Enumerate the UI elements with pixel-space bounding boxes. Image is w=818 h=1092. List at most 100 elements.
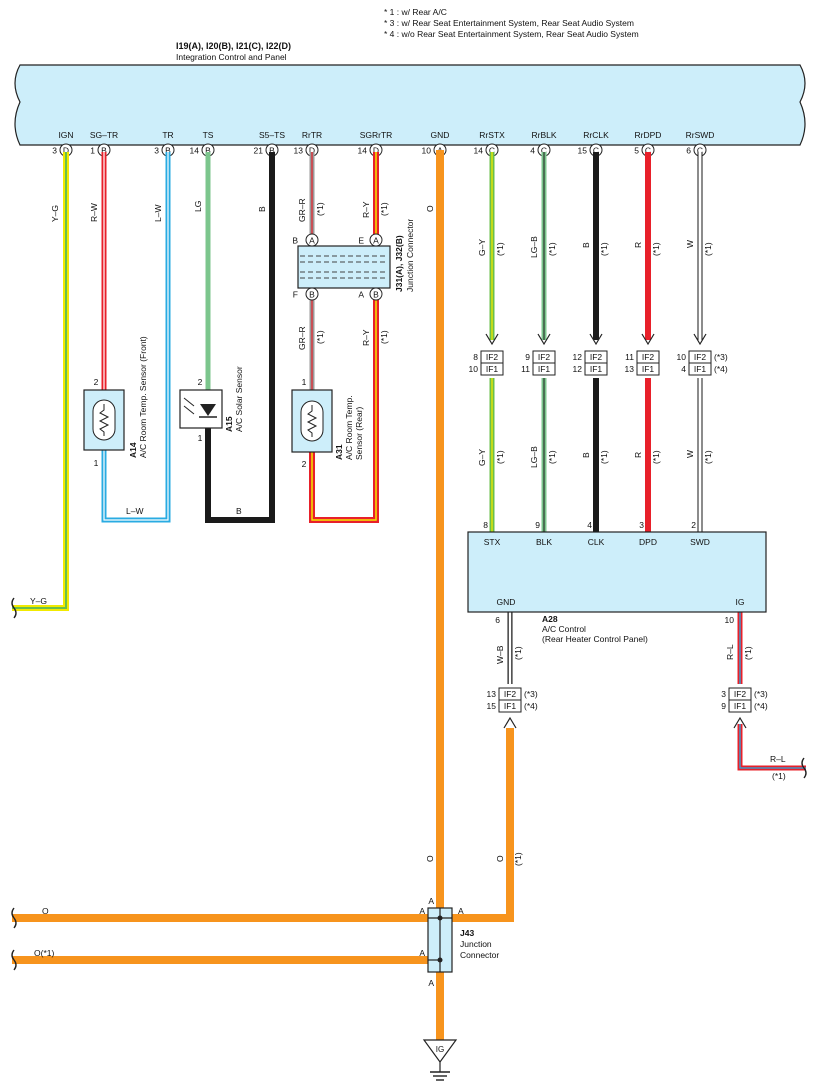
a28-pin-num: 4 (587, 520, 592, 530)
a28-name1: A/C Control (542, 624, 586, 634)
ecu-pin-label: RrCLK (583, 130, 609, 140)
arrow-down-icon (589, 333, 603, 346)
if1-pin-num: 13 (625, 364, 635, 374)
a31-code: A31 (334, 444, 344, 460)
if1-label: IF1 (538, 364, 551, 374)
if1-label: IF1 (642, 364, 655, 374)
label-o1-left: O(*1) (34, 948, 54, 958)
wire-o1-if (446, 728, 514, 922)
j31-bot-letter-2: A (358, 290, 364, 300)
diode-icon (200, 404, 216, 416)
a28-pin-num: 9 (535, 520, 540, 530)
j31-top-letter-1: B (292, 236, 298, 246)
label-star1-lgb-low: (*1) (547, 450, 557, 464)
if2-label: IF2 (642, 352, 655, 362)
ecu-pin-label: TR (162, 130, 173, 140)
ground-label: IG (436, 1045, 444, 1054)
label-r-w: R–W (89, 203, 99, 222)
note-3: * 3 : w/ Rear Seat Entertainment System,… (384, 18, 634, 28)
j43-pin-top: A (428, 896, 434, 906)
ecu-pin-num: 3 (52, 146, 57, 156)
if2-pin-num: 10 (677, 352, 687, 362)
label-gr-r-top: GR–R (297, 198, 307, 222)
label-l-w: L–W (153, 205, 163, 222)
a15-name: A/C Solar Sensor (234, 366, 244, 432)
j31-bot-letter-1: F (293, 290, 298, 300)
label-star1-gy: (*1) (495, 242, 505, 256)
if2-note-3: (*3) (754, 689, 768, 699)
ecu-pin-conn: B (269, 146, 275, 156)
a14-code: A14 (128, 442, 138, 458)
j43-pin-left2: A (419, 948, 425, 958)
label-star1-rl: (*1) (743, 646, 753, 660)
label-star1-grr: (*1) (315, 202, 325, 216)
label-gr-r-low: GR–R (297, 326, 307, 350)
if1-pin-num: 4 (681, 364, 686, 374)
a28-pin-label: STX (484, 537, 501, 547)
ecu-pin-label: TS (203, 130, 214, 140)
label-o-if: O (495, 855, 505, 862)
a14-p1: 2 (94, 377, 99, 387)
connector-arrows (485, 333, 747, 729)
a31-name2: Sensor (Rear) (354, 406, 364, 460)
j43-code: J43 (460, 928, 474, 938)
a28-code: A28 (542, 614, 558, 624)
ecu-pin-label: RrSWD (686, 130, 715, 140)
a28-pin-label: SWD (690, 537, 710, 547)
label-b-loop: B (236, 506, 242, 516)
if1-box (584, 362, 608, 376)
label-star1-o-if: (*1) (513, 852, 523, 866)
sensor-a15: 2 1 A15 A/C Solar Sensor (179, 366, 244, 443)
wire-y-g (12, 152, 69, 611)
if-connectors-upper: IF2IF1810IF2IF1911IF2IF11212IF2IF11113IF… (469, 350, 728, 376)
if1-box (498, 699, 522, 713)
if1-pin-num: 15 (487, 701, 497, 711)
label-star1-swd-low: (*1) (703, 450, 713, 464)
j43-pin-bot: A (428, 978, 434, 988)
if1-label: IF1 (486, 364, 499, 374)
ecu-pin-conn: D (63, 146, 69, 156)
ecu-top-code: I19(A), I20(B), I21(C), I22(D) (176, 41, 291, 51)
label-b: B (257, 206, 267, 212)
label-star1-ry: (*1) (379, 202, 389, 216)
label-r-dpd: R (633, 242, 643, 248)
sensor-a14: 2 1 A14 A/C Room Temp. Sensor (Front) (83, 336, 148, 468)
label-star1-dpd: (*1) (651, 242, 661, 256)
label-b-clk: B (581, 242, 591, 248)
a28-ig-label: IG (736, 597, 745, 607)
sensor-a31: 1 2 A31 A/C Room Temp. Sensor (Rear) (291, 377, 364, 469)
a14-p2: 1 (94, 458, 99, 468)
if1-box (688, 362, 712, 376)
if1-pin-num: 9 (721, 701, 726, 711)
ecu-pin-label: RrBLK (531, 130, 556, 140)
arrow-up-icon (733, 716, 747, 729)
a14-name: A/C Room Temp. Sensor (Front) (138, 336, 148, 458)
wire-l-w (101, 152, 171, 523)
if1-note-4: (*4) (714, 364, 728, 374)
label-lg-b-low: LG–B (529, 446, 539, 468)
wire-r-l (737, 612, 806, 771)
j31-top-letter-2: E (358, 236, 364, 246)
arrow-down-icon (641, 333, 655, 346)
label-star1-rl-right: (*1) (772, 771, 786, 781)
if2-label: IF2 (486, 352, 499, 362)
j31-top-conn-1: A (309, 236, 315, 246)
ecu-pin-num: 14 (474, 146, 484, 156)
if2-pin-num: 3 (721, 689, 726, 699)
ecu-pin-conn: C (489, 146, 495, 156)
thermistor-icon (306, 405, 318, 437)
ecu-pin-label: SG–TR (90, 130, 118, 140)
if1-label: IF1 (694, 364, 707, 374)
ecu-top-panel (14, 64, 806, 146)
j31-name: Junction Connector (405, 219, 415, 292)
notes: * 1 : w/ Rear A/C * 3 : w/ Rear Seat Ent… (384, 7, 639, 39)
wire-r-y (309, 152, 379, 523)
ecu-pin-num: 21 (254, 146, 264, 156)
note-4: * 4 : w/o Rear Seat Entertainment System… (384, 29, 639, 39)
j43-name1: Junction (460, 939, 492, 949)
ecu-pin-num: 1 (90, 146, 95, 156)
arrow-down-icon (537, 333, 551, 346)
if2-note-3: (*3) (714, 352, 728, 362)
